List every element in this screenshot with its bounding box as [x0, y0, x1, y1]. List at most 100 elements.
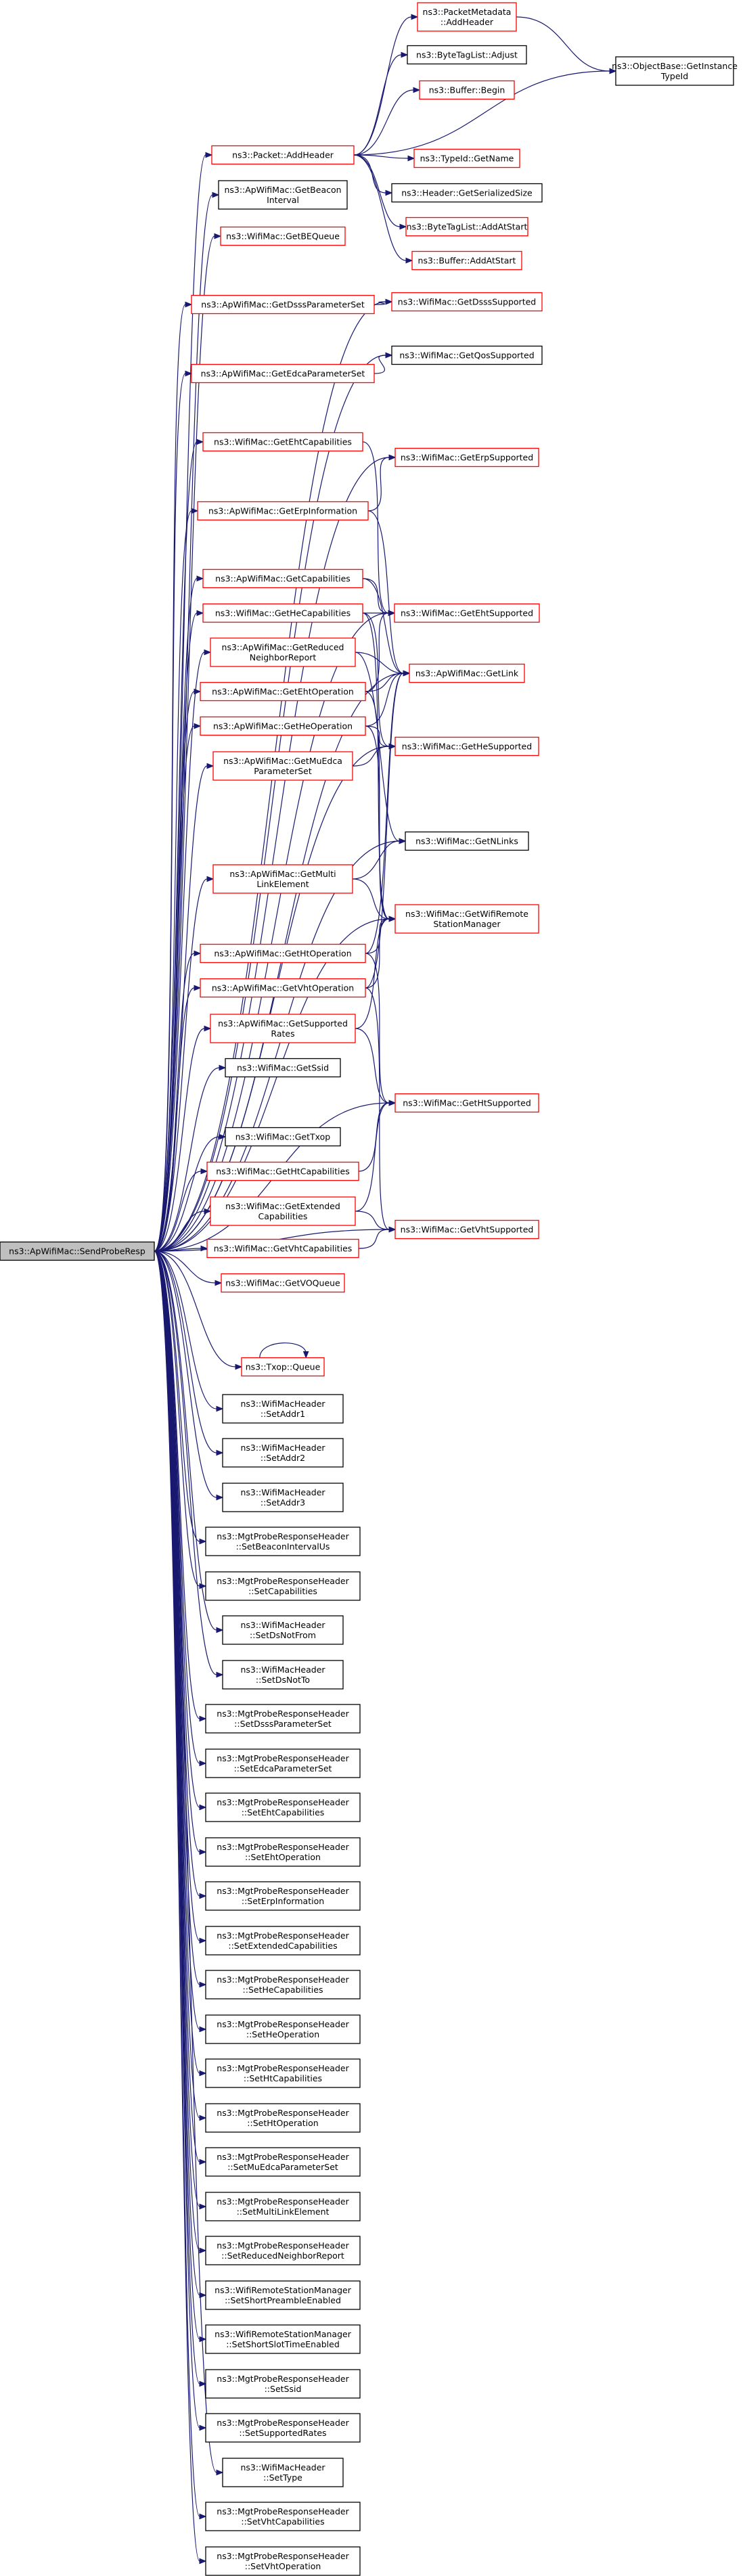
node-box [221, 1273, 345, 1293]
node-geterpinfo[interactable]: ns3::ApWifiMac::GetErpInformation [197, 501, 369, 521]
node-setmultilink[interactable]: ns3::MgtProbeResponseHeader::SetMultiLin… [205, 2192, 361, 2221]
edge-arrowhead [196, 610, 204, 616]
node-setsupprates[interactable]: ns3::MgtProbeResponseHeader::SetSupporte… [205, 2413, 361, 2443]
node-label: ns3::ByteTagList::Adjust [416, 50, 518, 60]
node-getqossupp[interactable]: ns3::WifiMac::GetQosSupported [391, 345, 543, 365]
node-btl-addatstart[interactable]: ns3::ByteTagList::AddAtStart [405, 217, 528, 237]
node-btl-adjust[interactable]: ns3::ByteTagList::Adjust [407, 45, 527, 65]
node-box [411, 250, 522, 271]
node-box [0, 1241, 155, 1261]
node-setvhtcap[interactable]: ns3::MgtProbeResponseHeader::SetVhtCapab… [205, 2502, 361, 2531]
node-setaddr1[interactable]: ns3::WifiMacHeader::SetAddr1 [222, 1394, 344, 1424]
node-getdssssupp[interactable]: ns3::WifiMac::GetDsssSupported [391, 292, 543, 312]
edge-arrowhead [216, 1494, 224, 1501]
edge-arrowhead [206, 876, 215, 882]
edge-arrowhead [405, 257, 413, 264]
node-getdsssparam[interactable]: ns3::ApWifiMac::GetDsssParameterSet [191, 294, 375, 315]
node-gettxop[interactable]: ns3::WifiMac::GetTxop [225, 1127, 341, 1147]
node-box [615, 56, 734, 86]
node-label: ns3::Buffer::Begin [429, 85, 505, 95]
node-gethtop[interactable]: ns3::ApWifiMac::GetHtOperation [200, 943, 366, 964]
node-geterpsupp[interactable]: ns3::WifiMac::GetErpSupported [394, 447, 539, 468]
node-setssid[interactable]: ns3::MgtProbeResponseHeader::SetSsid [205, 2369, 361, 2399]
node-setedca[interactable]: ns3::MgtProbeResponseHeader::SetEdcaPara… [205, 1748, 361, 1778]
node-box [202, 568, 363, 589]
node-box [225, 1127, 341, 1147]
node-setshortslot[interactable]: ns3::WifiRemoteStationManager::SetShortS… [205, 2324, 361, 2354]
edge-arrowhead [196, 575, 204, 582]
call-edge [154, 1064, 227, 1252]
node-sethtop[interactable]: ns3::MgtProbeResponseHeader::SetHtOperat… [205, 2103, 361, 2133]
node-gethecap[interactable]: ns3::WifiMac::GetHeCapabilities [202, 603, 363, 623]
edge-arrowhead [388, 1226, 397, 1233]
node-box [205, 1926, 361, 1956]
node-txopqueue[interactable]: ns3::Txop::Queue [241, 1357, 325, 1377]
node-getssid[interactable]: ns3::WifiMac::GetSsid [225, 1058, 341, 1078]
edge-arrowhead [199, 1760, 207, 1767]
node-box [394, 1093, 539, 1113]
node-root[interactable]: ns3::ApWifiMac::SendProbeResp [0, 1241, 155, 1261]
node-buf-addatstart[interactable]: ns3::Buffer::AddAtStart [411, 250, 522, 271]
node-setdsss[interactable]: ns3::MgtProbeResponseHeader::SetDsssPara… [205, 1704, 361, 1734]
node-setaddr2[interactable]: ns3::WifiMacHeader::SetAddr2 [222, 1438, 344, 1468]
call-edge [154, 1250, 207, 1589]
node-setshortpre[interactable]: ns3::WifiRemoteStationManager::SetShortP… [205, 2280, 361, 2310]
call-edge [154, 723, 202, 1252]
node-setehtcap[interactable]: ns3::MgtProbeResponseHeader::SetEhtCapab… [205, 1792, 361, 1822]
node-setehtop[interactable]: ns3::MgtProbeResponseHeader::SetEhtOpera… [205, 1837, 361, 1867]
node-getlink[interactable]: ns3::ApWifiMac::GetLink [409, 663, 525, 683]
node-getnlinks[interactable]: ns3::WifiMac::GetNLinks [405, 831, 529, 851]
node-getbequeue[interactable]: ns3::WifiMac::GetBEQueue [220, 226, 346, 246]
node-gethesupp[interactable]: ns3::WifiMac::GetHeSupported [394, 736, 539, 756]
node-getvhtop[interactable]: ns3::ApWifiMac::GetVhtOperation [200, 978, 366, 998]
node-getehtcap[interactable]: ns3::WifiMac::GetEhtCapabilities [202, 432, 363, 452]
node-setreduced[interactable]: ns3::MgtProbeResponseHeader::SetReducedN… [205, 2236, 361, 2265]
node-label: ::SetSsid [265, 2384, 302, 2394]
node-label: ns3::WifiMac::GetTxop [235, 1132, 331, 1142]
node-getvhtsupp[interactable]: ns3::WifiMac::GetVhtSupported [394, 1219, 539, 1240]
node-hdr-getsize[interactable]: ns3::Header::GetSerializedSize [391, 183, 543, 203]
node-setaddr3[interactable]: ns3::WifiMacHeader::SetAddr3 [222, 1483, 344, 1512]
node-getvoqueue[interactable]: ns3::WifiMac::GetVOQueue [221, 1273, 345, 1293]
node-gethtcap[interactable]: ns3::WifiMac::GetHtCapabilities [206, 1161, 359, 1181]
node-getehtsupp[interactable]: ns3::WifiMac::GetEhtSupported [394, 603, 540, 623]
node-label: ns3::ApWifiMac::GetSupported [218, 1018, 348, 1029]
node-typeid-getname[interactable]: ns3::TypeId::GetName [413, 148, 520, 168]
node-setextcap[interactable]: ns3::MgtProbeResponseHeader::SetExtended… [205, 1926, 361, 1956]
node-getremote[interactable]: ns3::WifiMac::GetWifiRemoteStationManage… [394, 904, 539, 934]
node-setheop[interactable]: ns3::MgtProbeResponseHeader::SetHeOperat… [205, 2014, 361, 2044]
node-addheader[interactable]: ns3::Packet::AddHeader [211, 145, 355, 165]
node-label: ns3::MgtProbeResponseHeader [217, 1709, 349, 1719]
node-gethtsupp[interactable]: ns3::WifiMac::GetHtSupported [394, 1093, 539, 1113]
node-label: ns3::MgtProbeResponseHeader [217, 1797, 349, 1807]
node-setcap[interactable]: ns3::MgtProbeResponseHeader::SetCapabili… [205, 1571, 361, 1601]
edge-arrowhead [388, 916, 397, 922]
node-setmuedca[interactable]: ns3::MgtProbeResponseHeader::SetMuEdcaPa… [205, 2147, 361, 2177]
node-buf-begin[interactable]: ns3::Buffer::Begin [419, 80, 515, 100]
node-getvhtcap[interactable]: ns3::WifiMac::GetVhtCapabilities [206, 1238, 359, 1259]
node-label: ns3::PacketMetadata [423, 7, 512, 17]
node-getedcaparam[interactable]: ns3::ApWifiMac::GetEdcaParameterSet [191, 363, 375, 384]
node-seterp[interactable]: ns3::MgtProbeResponseHeader::SetErpInfor… [205, 1881, 361, 1911]
node-getheop[interactable]: ns3::ApWifiMac::GetHeOperation [200, 716, 366, 736]
node-box [413, 148, 520, 168]
node-getehtop[interactable]: ns3::ApWifiMac::GetEhtOperation [200, 681, 366, 702]
node-setdsnotfrom[interactable]: ns3::WifiMacHeader::SetDsNotFrom [222, 1615, 344, 1645]
node-box [394, 447, 539, 468]
node-sethecap[interactable]: ns3::MgtProbeResponseHeader::SetHeCapabi… [205, 1970, 361, 1999]
edge-arrowhead [204, 649, 212, 656]
node-setbeaconint[interactable]: ns3::MgtProbeResponseHeader::SetBeaconIn… [205, 1527, 361, 1556]
node-setdsnotto[interactable]: ns3::WifiMacHeader::SetDsNotTo [222, 1660, 344, 1690]
node-pm-addheader[interactable]: ns3::PacketMetadata::AddHeader [417, 2, 517, 32]
node-settype[interactable]: ns3::WifiMacHeader::SetType [222, 2458, 344, 2487]
node-sethtcap[interactable]: ns3::MgtProbeResponseHeader::SetHtCapabi… [205, 2058, 361, 2088]
node-getcap[interactable]: ns3::ApWifiMac::GetCapabilities [202, 568, 363, 589]
node-setvhtop[interactable]: ns3::MgtProbeResponseHeader::SetVhtOpera… [205, 2546, 361, 2576]
